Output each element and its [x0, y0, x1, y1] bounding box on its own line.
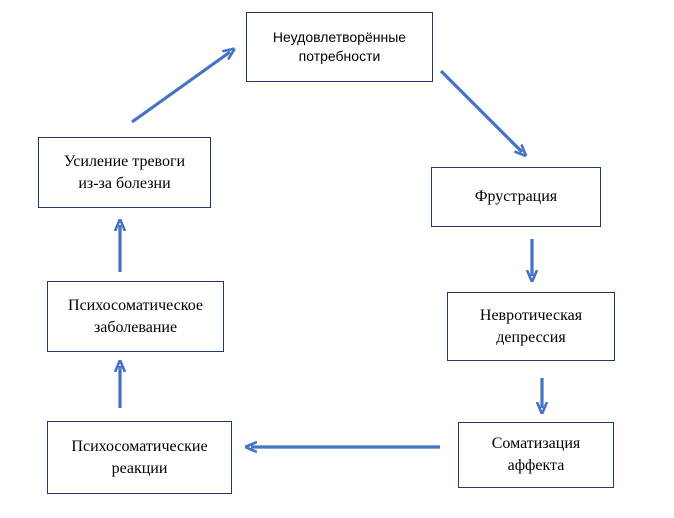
node-unmet-needs-label: Неудовлетворённые потребности — [272, 29, 407, 64]
node-neurotic-depression: Невротическая депрессия — [447, 292, 615, 361]
node-psychosomatic-disease: Психосоматическое заболевание — [47, 281, 224, 352]
node-unmet-needs: Неудовлетворённые потребности — [246, 12, 433, 82]
node-frustration-label: Фрустрация — [474, 188, 558, 206]
node-psychosomatic-disease-label: Психосоматическое заболевание — [68, 296, 203, 336]
arrow-needs-to-frustration — [439, 69, 522, 152]
node-neurotic-depression-label: Невротическая депрессия — [479, 306, 583, 346]
node-frustration: Фрустрация — [431, 167, 601, 227]
node-psychosomatic-reactions: Психосоматические реакции — [47, 421, 232, 494]
node-affect-somatization-label: Соматизация аффекта — [491, 435, 581, 474]
arrow-anxiety-to-needs — [131, 52, 230, 124]
node-anxiety-increase: Усиление тревоги из-за болезни — [38, 137, 211, 208]
node-affect-somatization: Соматизация аффекта — [458, 422, 614, 488]
node-psychosomatic-reactions-label: Психосоматические реакции — [71, 437, 208, 477]
node-anxiety-increase-label: Усиление тревоги из-за болезни — [63, 152, 186, 192]
